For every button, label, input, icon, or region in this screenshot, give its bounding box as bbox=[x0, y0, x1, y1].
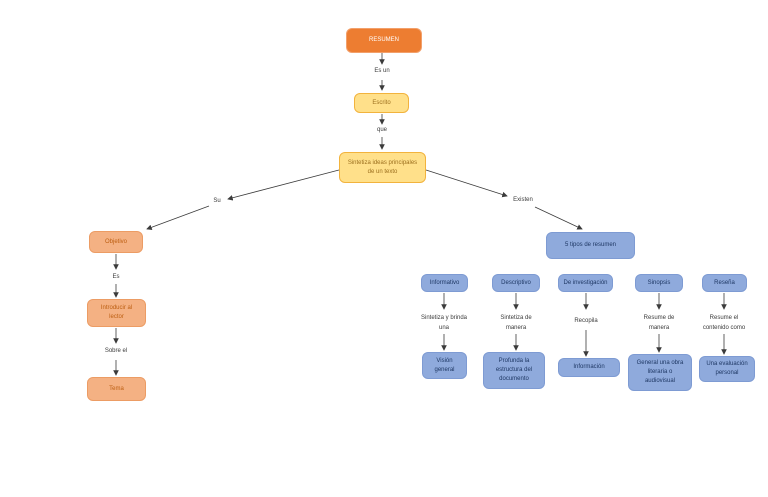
node-informativo[interactable]: Informativo bbox=[421, 274, 468, 292]
edge-label-existen: Existen bbox=[513, 197, 533, 203]
node-informacion[interactable]: Información bbox=[558, 358, 620, 377]
edge-label-sobre-el: Sobre el bbox=[104, 348, 128, 354]
edge-label-sintetiza-brinda: Sintetiza y brinda una bbox=[420, 315, 468, 331]
node-escrito[interactable]: Escrito bbox=[354, 93, 409, 113]
node-sintetiza-ideas[interactable]: Sintetiza ideas principales de un texto bbox=[339, 152, 426, 183]
node-vision-general[interactable]: Visión general bbox=[422, 352, 467, 379]
node-5-tipos-de-resumen[interactable]: 5 tipos de resumen bbox=[546, 232, 635, 259]
edge-label-resume-manera: Resume de manera bbox=[643, 315, 675, 331]
edge-label-es: Es bbox=[112, 274, 120, 280]
edge-label-sintetiza-manera: Sintetiza de manera bbox=[500, 315, 532, 331]
node-descriptivo[interactable]: Descriptivo bbox=[492, 274, 540, 292]
node-evaluacion-personal[interactable]: Una evaluación personal bbox=[699, 356, 755, 382]
edge-label-recopila: Recopila bbox=[574, 318, 598, 324]
edge-label-que: que bbox=[376, 127, 388, 133]
edge-label-su: Su bbox=[213, 198, 221, 204]
node-objetivo[interactable]: Objetivo bbox=[89, 231, 143, 253]
node-resena[interactable]: Reseña bbox=[702, 274, 747, 292]
node-introducir-al-lector[interactable]: Introducir al lector bbox=[87, 299, 146, 327]
edge-label-es-un: Es un bbox=[374, 68, 390, 74]
node-sinopsis[interactable]: Sinopsis bbox=[635, 274, 683, 292]
node-general-obra[interactable]: General una obra literaria o audiovisual bbox=[628, 354, 692, 391]
node-resumen[interactable]: RESUMEN bbox=[346, 28, 422, 53]
node-de-investigacion[interactable]: De investigación bbox=[558, 274, 613, 292]
edge-label-resume-contenido: Resume el contenido como bbox=[702, 315, 746, 331]
node-tema[interactable]: Tema bbox=[87, 377, 146, 401]
node-profunda-estructura[interactable]: Profunda la estructura del documento bbox=[483, 352, 545, 389]
